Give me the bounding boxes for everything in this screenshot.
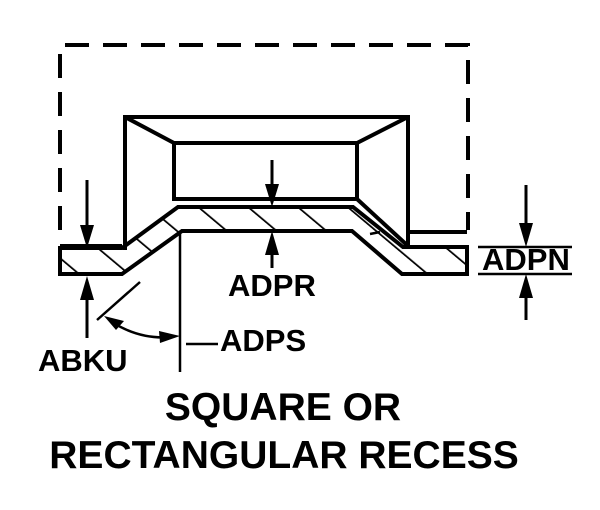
adpn-arrow-down-icon — [519, 223, 533, 247]
label-adpr: ADPR — [228, 268, 316, 303]
label-abku: ABKU — [38, 343, 128, 378]
recess-corner-top-right — [356, 115, 409, 145]
adps-arc-arrow-right-icon — [159, 331, 180, 343]
adpr-arrow-down-icon — [265, 184, 279, 207]
recess-corner-top-left — [124, 115, 175, 145]
caption-line-2: RECTANGULAR RECESS — [49, 434, 518, 477]
dashed-outline — [58, 43, 470, 230]
adps-extension-slope — [96, 281, 141, 321]
adps-arc-arrow-left-icon — [104, 316, 124, 330]
abku-arrow-down-icon — [80, 225, 94, 248]
recess-corner-bottom-right — [355, 197, 410, 248]
label-adps: ADPS — [220, 323, 306, 358]
label-adpn: ADPN — [482, 242, 570, 277]
adpr-arrow-up-icon — [265, 231, 279, 255]
adpn-arrow-up-icon — [519, 274, 533, 298]
recess-floor — [172, 141, 359, 201]
abku-arrow-up-icon — [80, 276, 94, 300]
recess-outer-walls — [123, 115, 410, 250]
cover-tick — [369, 230, 381, 236]
caption-line-1: SQUARE OR — [165, 386, 401, 429]
sheet-section — [58, 205, 469, 276]
